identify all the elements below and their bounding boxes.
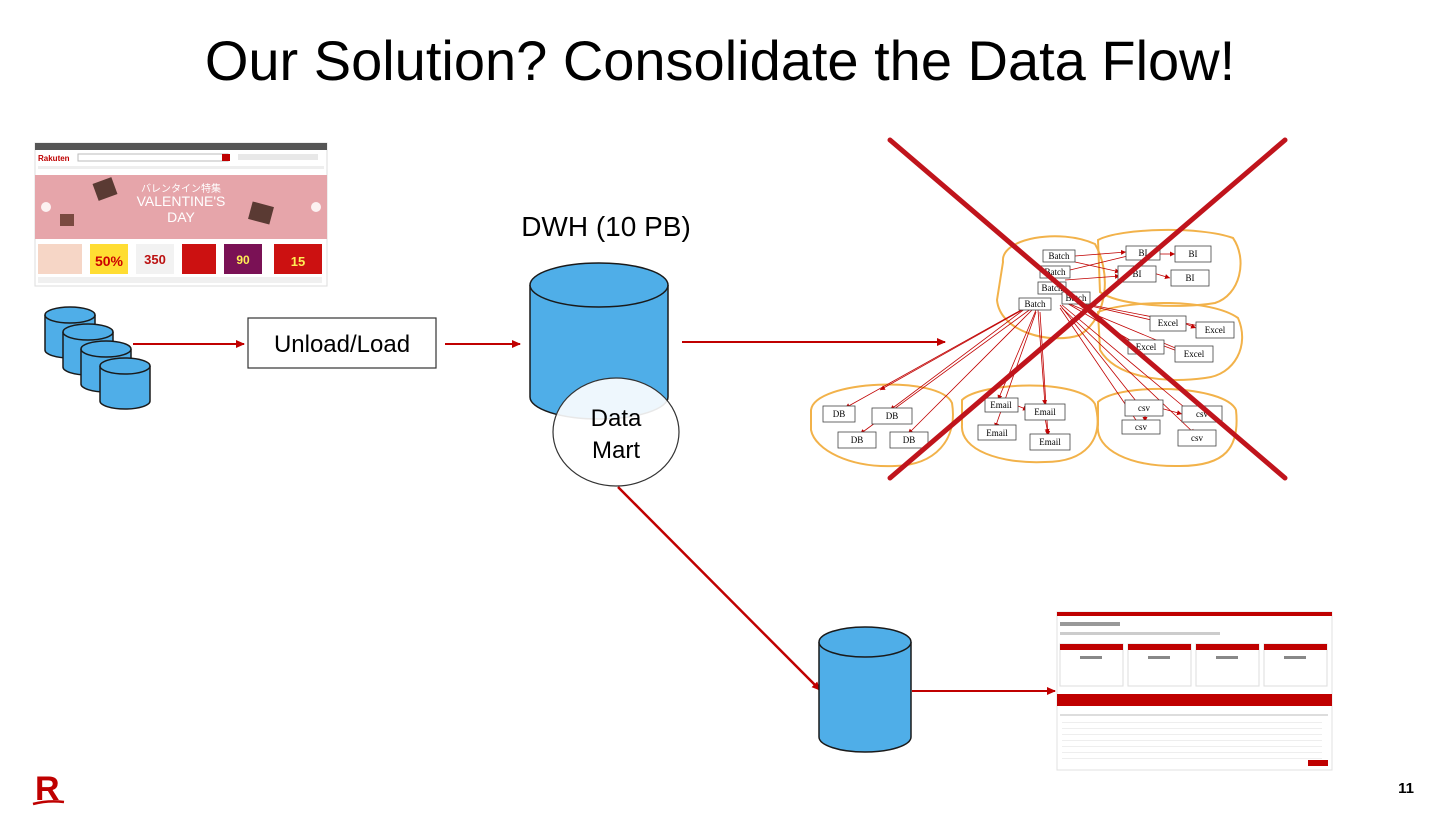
batch-label: Batch [1049, 251, 1070, 261]
excel-label: Excel [1136, 342, 1157, 352]
bi-box [1174, 245, 1212, 263]
cluster-excel [1096, 301, 1244, 381]
new-db-cylinder [818, 626, 912, 753]
old-data-flow: Batch Batch Batch Batch Batch BI BI BI B… [810, 137, 1288, 481]
batch-box [1042, 249, 1076, 263]
arrow-datamart-to-db [617, 486, 821, 691]
db-label: DB [886, 411, 899, 421]
cluster-csv [1096, 387, 1238, 468]
email-box [977, 424, 1017, 441]
unload-load-box: Unload/Load [247, 317, 437, 369]
bi-label: BI [1186, 273, 1195, 283]
tile-deal: 90 [236, 253, 250, 267]
email-box [984, 397, 1019, 413]
rakuten-web-thumbnail: Rakuten バレンタイン特集 VALENTINE'S DAY 50% 350… [34, 142, 328, 287]
csv-label: csv [1196, 409, 1208, 419]
db-box [889, 431, 929, 449]
email-label: Email [986, 428, 1008, 438]
excel-box [1195, 321, 1235, 339]
banner-title-line1: VALENTINE'S [137, 193, 226, 209]
csv-label: csv [1135, 422, 1147, 432]
batch-label: Batch [1025, 299, 1046, 309]
excel-label: Excel [1184, 349, 1205, 359]
db-label: DB [903, 435, 916, 445]
tile-points: 15 [291, 254, 305, 269]
unload-load-label: Unload/Load [274, 331, 410, 358]
db-box [837, 431, 877, 449]
banner-title-line2: DAY [167, 209, 195, 225]
dwh-label: DWH (10 PB) [521, 211, 691, 242]
rakuten-thumb-logo: Rakuten [38, 154, 70, 163]
dashboard-thumbnail [1056, 611, 1333, 771]
email-box [1024, 403, 1066, 421]
db-box [871, 407, 913, 425]
data-mart: Data Mart [552, 377, 680, 487]
cluster-email [960, 384, 1099, 464]
csv-label: csv [1191, 433, 1203, 443]
excel-box [1149, 315, 1187, 332]
banner-jp-text: バレンタイン特集 [141, 182, 221, 195]
excel-label: Excel [1205, 325, 1226, 335]
excel-label: Excel [1158, 318, 1179, 328]
page-number: 11 [1398, 780, 1414, 797]
csv-box [1121, 419, 1161, 435]
tile-discount: 50% [95, 253, 124, 269]
batch-label: Batch [1045, 267, 1066, 277]
tile-price: 350 [144, 252, 166, 267]
bi-label: BI [1189, 249, 1198, 259]
email-box [1029, 433, 1071, 451]
source-databases [44, 306, 151, 410]
csv-label: csv [1138, 403, 1150, 413]
data-mart-label-line1: Data [591, 405, 642, 432]
bi-label: BI [1139, 248, 1148, 258]
csv-box [1177, 429, 1217, 447]
bi-box [1170, 269, 1210, 287]
bi-label: BI [1133, 269, 1142, 279]
slide-title: Our Solution? Consolidate the Data Flow! [204, 29, 1236, 92]
cluster-db [810, 383, 954, 468]
data-mart-label-line2: Mart [592, 437, 640, 464]
batch-box [1018, 297, 1052, 311]
source-db-4 [99, 357, 151, 410]
email-label: Email [990, 400, 1012, 410]
cross-out-mark [887, 137, 1288, 481]
batch-label: Batch [1042, 283, 1063, 293]
rakuten-logo: R [32, 770, 65, 808]
db-label: DB [851, 435, 864, 445]
email-label: Email [1034, 407, 1056, 417]
excel-box [1174, 345, 1214, 363]
csv-box [1124, 399, 1164, 417]
db-box [822, 405, 856, 423]
email-label: Email [1039, 437, 1061, 447]
db-label: DB [833, 409, 846, 419]
